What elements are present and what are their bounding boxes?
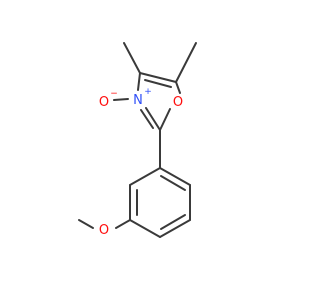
structure-canvas: O − N + O O — [78, 42, 197, 238]
bond-n3-c4 — [137, 72, 141, 91]
bond-n-oxide — [113, 98, 129, 101]
bond-ar5-o — [115, 219, 131, 229]
bonds — [78, 42, 197, 238]
bond-ar3-ar4 — [159, 219, 191, 238]
bond-ar4-ar5 — [129, 219, 161, 238]
bond-ar3-ar4-inner — [160, 214, 186, 230]
ring-nitrogen-label: N — [133, 93, 143, 108]
methoxy-oxygen-label: O — [99, 223, 109, 238]
n-oxide-oxygen-label: O — [99, 95, 109, 110]
molecule-diagram: O − N + O O — [78, 42, 197, 238]
n-oxide-oxygen-charge: − — [110, 89, 118, 99]
bond-ar1-ar2 — [159, 167, 191, 186]
bond-ar6-ar1 — [129, 167, 161, 186]
bond-c4-methyl — [123, 42, 141, 74]
ring-oxygen-label: O — [173, 95, 183, 110]
bond-c5-methyl — [175, 42, 197, 83]
bond-c2-n3 — [145, 107, 161, 131]
bond-c5-o1 — [175, 81, 181, 94]
bond-o-methyl — [78, 219, 94, 229]
bond-ar1-ar2-inner — [160, 175, 186, 191]
bond-c2-n3-double — [140, 109, 154, 129]
bond-c4-c5 — [139, 72, 177, 83]
ring-nitrogen-charge: + — [144, 87, 152, 97]
bond-c4-c5-double — [144, 79, 172, 88]
bond-o1-c2 — [159, 108, 171, 131]
